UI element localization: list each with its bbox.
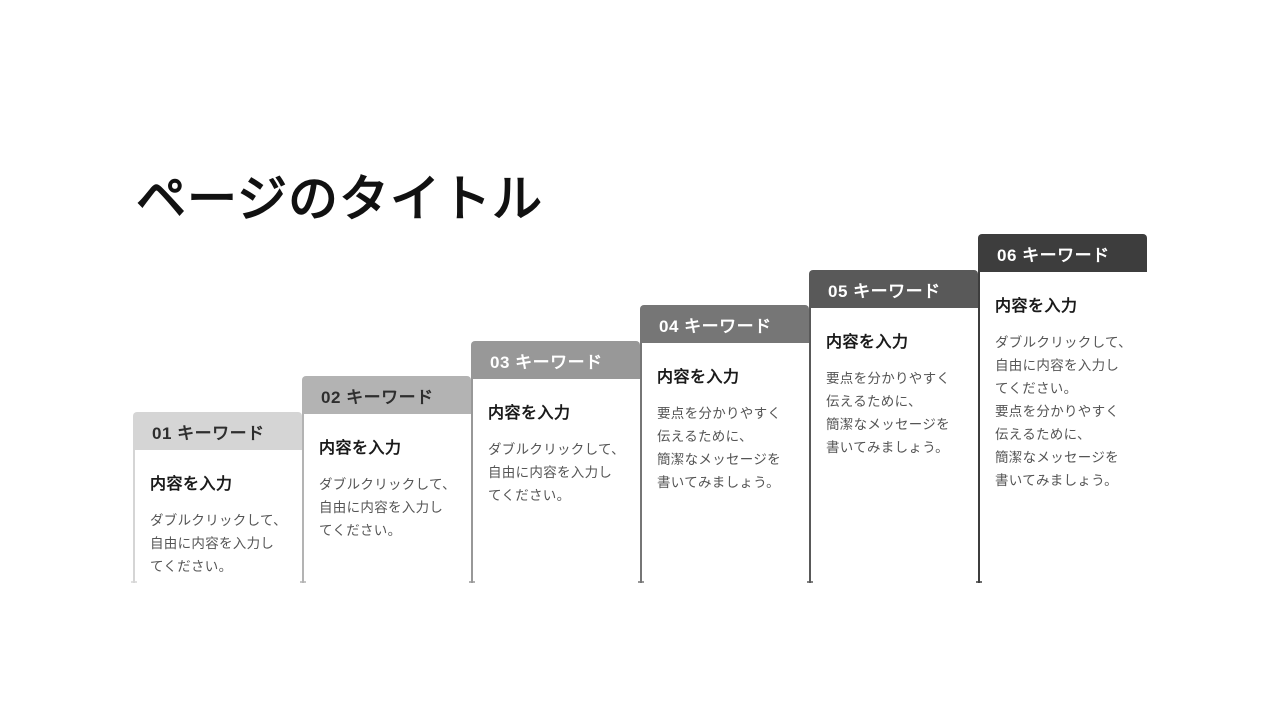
step-block-06: 06 キーワード 内容を入力 ダブルクリックして、 自由に内容を入力し てくださ…: [976, 234, 1147, 583]
step-left-line: [131, 450, 137, 583]
step-left-line: [638, 343, 644, 583]
step-heading[interactable]: 内容を入力: [150, 476, 233, 493]
step-label: 06 キーワード: [997, 245, 1110, 265]
step-block-03: 03 キーワード 内容を入力 ダブルクリックして、 自由に内容を入力し てくださ…: [469, 341, 640, 583]
step-body-03: 内容を入力 ダブルクリックして、 自由に内容を入力し てください。: [471, 379, 640, 507]
step-block-04: 04 キーワード 内容を入力 要点を分かりやすく 伝えるために、 簡潔なメッセー…: [638, 305, 809, 583]
step-text[interactable]: ダブルクリックして、 自由に内容を入力し てください。: [319, 477, 456, 538]
step-body-01: 内容を入力 ダブルクリックして、 自由に内容を入力し てください。: [133, 450, 302, 578]
step-label: 05 キーワード: [828, 281, 941, 301]
step-header-04[interactable]: 04 キーワード: [640, 305, 809, 343]
step-header-03[interactable]: 03 キーワード: [471, 341, 640, 379]
step-text[interactable]: 要点を分かりやすく 伝えるために、 簡潔なメッセージを 書いてみましょう。: [657, 406, 782, 490]
step-label: 04 キーワード: [659, 316, 772, 336]
step-text[interactable]: ダブルクリックして、 自由に内容を入力し てください。 要点を分かりやすく 伝え…: [995, 335, 1132, 488]
step-body-06: 内容を入力 ダブルクリックして、 自由に内容を入力し てください。 要点を分かり…: [978, 272, 1147, 492]
step-text[interactable]: ダブルクリックして、 自由に内容を入力し てください。: [150, 513, 287, 574]
step-text[interactable]: ダブルクリックして、 自由に内容を入力し てください。: [488, 442, 625, 503]
step-header-02[interactable]: 02 キーワード: [302, 376, 471, 414]
step-body-04: 内容を入力 要点を分かりやすく 伝えるために、 簡潔なメッセージを 書いてみまし…: [640, 343, 809, 494]
step-heading[interactable]: 内容を入力: [488, 405, 571, 422]
step-label: 01 キーワード: [152, 423, 265, 443]
step-header-05[interactable]: 05 キーワード: [809, 270, 978, 308]
step-header-06[interactable]: 06 キーワード: [978, 234, 1147, 272]
step-left-line: [300, 414, 306, 583]
page-title[interactable]: ページのタイトル: [136, 170, 543, 227]
step-block-05: 05 キーワード 内容を入力 要点を分かりやすく 伝えるために、 簡潔なメッセー…: [807, 270, 978, 583]
step-label: 03 キーワード: [490, 352, 603, 372]
step-text[interactable]: 要点を分かりやすく 伝えるために、 簡潔なメッセージを 書いてみましょう。: [826, 371, 951, 455]
step-body-02: 内容を入力 ダブルクリックして、 自由に内容を入力し てください。: [302, 414, 471, 542]
step-left-line: [976, 272, 982, 583]
step-block-01: 01 キーワード 内容を入力 ダブルクリックして、 自由に内容を入力し てくださ…: [131, 412, 302, 583]
step-left-line: [469, 379, 475, 583]
step-heading[interactable]: 内容を入力: [657, 369, 740, 386]
step-body-05: 内容を入力 要点を分かりやすく 伝えるために、 簡潔なメッセージを 書いてみまし…: [809, 308, 978, 459]
step-block-02: 02 キーワード 内容を入力 ダブルクリックして、 自由に内容を入力し てくださ…: [300, 376, 471, 583]
step-heading[interactable]: 内容を入力: [319, 440, 402, 457]
step-left-line: [807, 308, 813, 583]
step-heading[interactable]: 内容を入力: [995, 298, 1078, 315]
step-header-01[interactable]: 01 キーワード: [133, 412, 302, 450]
step-label: 02 キーワード: [321, 387, 434, 407]
step-heading[interactable]: 内容を入力: [826, 334, 909, 351]
